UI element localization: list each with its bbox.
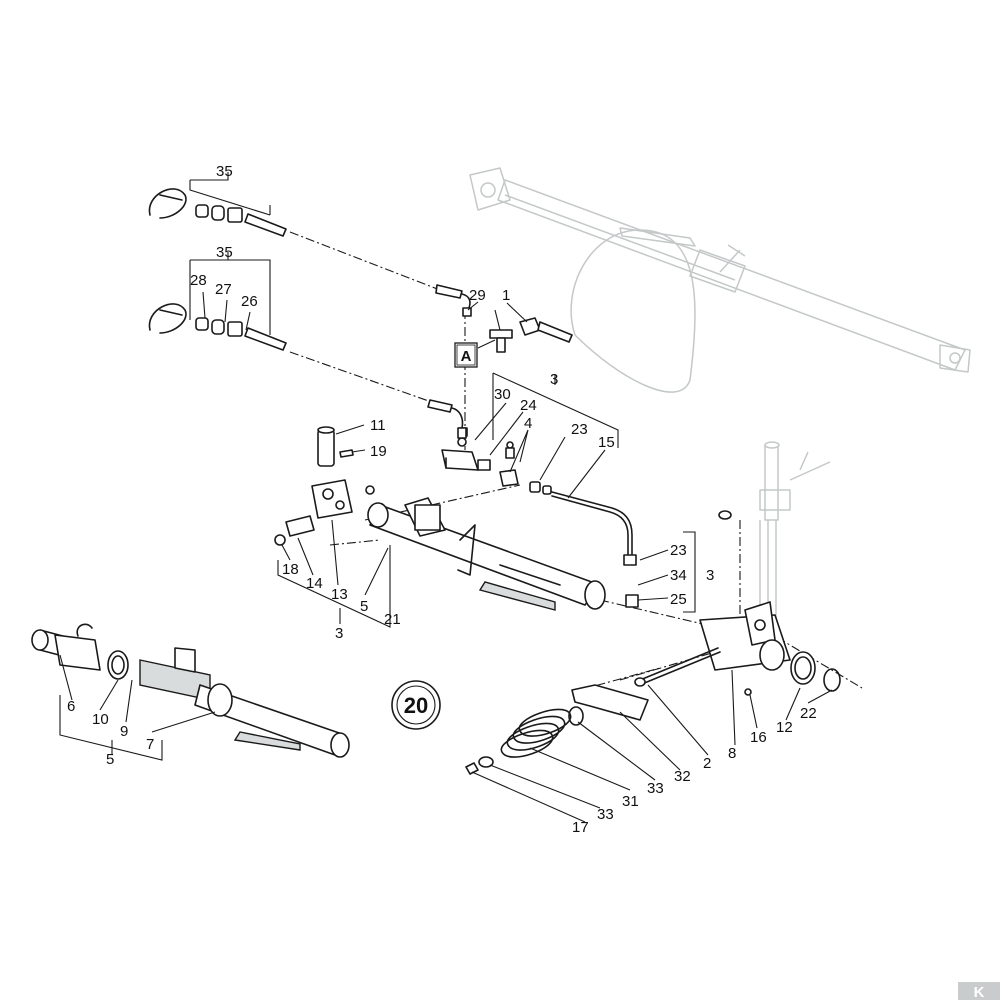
fitting-25 xyxy=(625,594,639,608)
callout-4: 4 xyxy=(524,415,532,432)
callout-16: 16 xyxy=(750,729,767,746)
detail-marker-label: A xyxy=(461,348,472,365)
callout-18: 18 xyxy=(282,561,299,578)
pin-part xyxy=(317,426,354,467)
callout-35: 35 xyxy=(216,244,233,261)
pipe-nut xyxy=(623,554,637,566)
group-number-badge: 20 xyxy=(391,680,441,730)
callout-23: 23 xyxy=(571,421,588,438)
callout-1: 1 xyxy=(502,287,510,304)
callout-24: 24 xyxy=(520,397,537,414)
callout-23: 23 xyxy=(670,542,687,559)
callout-5: 5 xyxy=(360,598,368,615)
callout-34: 34 xyxy=(670,567,687,584)
callout-5: 5 xyxy=(106,751,114,768)
valve-block xyxy=(441,427,552,495)
callout-labels: 35 35 28 27 26 29 1 3 30 24 4 23 15 11 1… xyxy=(67,163,817,836)
drive-shaft-assembly xyxy=(31,623,350,758)
callout-7: 7 xyxy=(146,736,154,753)
detail-marker: A xyxy=(454,342,478,368)
callout-14: 14 xyxy=(306,575,323,592)
callout-8: 8 xyxy=(728,745,736,762)
spring-assembly xyxy=(465,684,649,775)
callout-12: 12 xyxy=(776,719,793,736)
hydraulic-cylinder xyxy=(367,497,606,611)
pivot-bracket xyxy=(634,510,841,696)
callout-3: 3 xyxy=(706,567,714,584)
callout-6: 6 xyxy=(67,698,75,715)
callout-27: 27 xyxy=(215,281,232,298)
leader-lines xyxy=(59,172,833,823)
callout-31: 31 xyxy=(622,793,639,810)
callout-2: 2 xyxy=(703,755,711,772)
callout-9: 9 xyxy=(120,723,128,740)
callout-13: 13 xyxy=(331,586,348,603)
callout-33: 33 xyxy=(647,780,664,797)
hydraulic-pipe xyxy=(551,491,633,556)
ghost-cylinder-assembly xyxy=(469,167,971,620)
brand-logo-text: K xyxy=(974,984,985,1000)
hose-end-upper xyxy=(435,284,472,317)
callout-30: 30 xyxy=(494,386,511,403)
callout-26: 26 xyxy=(241,293,258,310)
group-number: 20 xyxy=(404,693,428,718)
callout-25: 25 xyxy=(670,591,687,608)
callout-15: 15 xyxy=(598,434,615,451)
callout-3: 3 xyxy=(335,625,343,642)
callout-35: 35 xyxy=(216,163,233,180)
coupler-assembly-lower xyxy=(148,303,287,351)
callout-3: 3 xyxy=(550,371,558,388)
callout-17: 17 xyxy=(572,819,589,836)
callout-11: 11 xyxy=(370,417,386,434)
callout-19: 19 xyxy=(370,443,387,460)
callout-21: 21 xyxy=(384,611,401,628)
coupler-assembly-upper xyxy=(148,188,287,237)
brand-logo: K xyxy=(958,982,1000,1000)
callout-33: 33 xyxy=(597,806,614,823)
tee-fitting xyxy=(489,317,573,353)
callout-29: 29 xyxy=(469,287,486,304)
callout-32: 32 xyxy=(674,768,691,785)
callout-28: 28 xyxy=(190,272,207,289)
clevis-part xyxy=(274,479,375,546)
callout-22: 22 xyxy=(800,705,817,722)
callout-10: 10 xyxy=(92,711,109,728)
